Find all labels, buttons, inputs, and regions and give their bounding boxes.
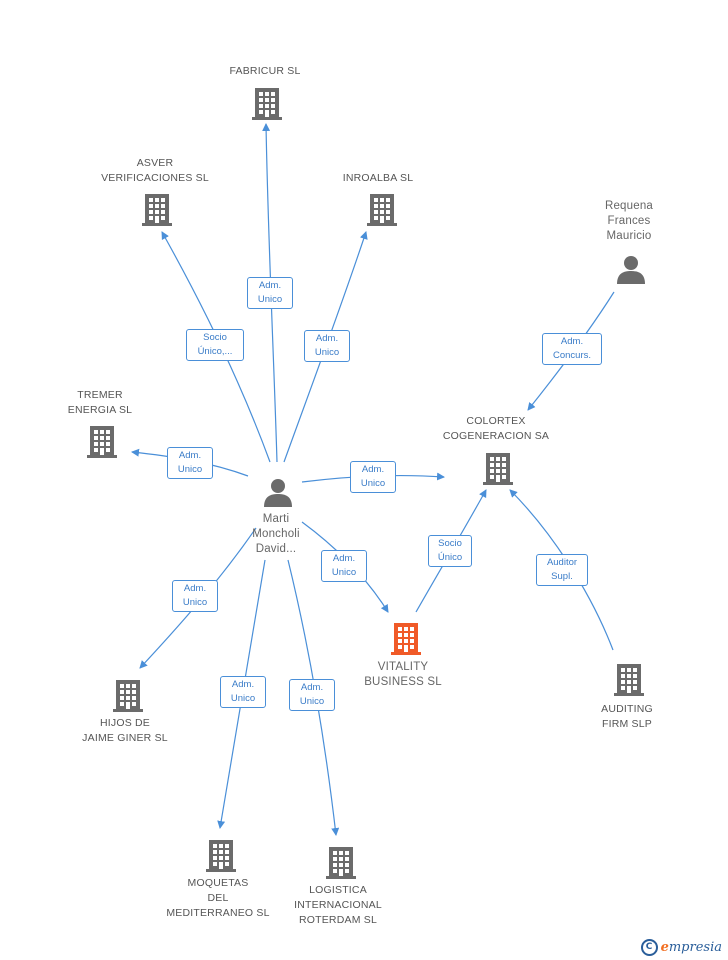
node-label-fabricur[interactable]: FABRICUR SL bbox=[229, 65, 301, 77]
node-label-moquetas[interactable]: MOQUETAS DEL MEDITERRANEO SL bbox=[166, 877, 270, 919]
node-label-logistica[interactable]: LOGISTICA INTERNACIONAL ROTERDAM SL bbox=[294, 884, 382, 926]
node-label-vitality[interactable]: VITALITY BUSINESS SL bbox=[364, 661, 442, 688]
brand-initial: e bbox=[660, 940, 669, 955]
person-icon[interactable] bbox=[617, 256, 645, 284]
node-label-requena[interactable]: Requena Frances Mauricio bbox=[604, 200, 654, 242]
edge-label-vitality-colortex[interactable]: Socio Único bbox=[428, 535, 472, 567]
building-icon[interactable] bbox=[367, 194, 397, 226]
edge-label-marti-moquetas[interactable]: Adm. Unico bbox=[220, 676, 266, 708]
node-label-auditing[interactable]: AUDITING FIRM SLP bbox=[601, 703, 653, 730]
edge-label-marti-colortex[interactable]: Adm. Unico bbox=[350, 461, 396, 493]
building-icon[interactable] bbox=[206, 840, 236, 872]
building-icon[interactable] bbox=[113, 680, 143, 712]
node-label-tremer[interactable]: TREMER ENERGIA SL bbox=[67, 389, 133, 416]
edge-label-marti-inroalba[interactable]: Adm. Unico bbox=[304, 330, 350, 362]
building-icon[interactable] bbox=[87, 426, 117, 458]
edge-label-marti-tremer[interactable]: Adm. Unico bbox=[167, 447, 213, 479]
copyright-icon: C bbox=[640, 939, 658, 956]
building-icon[interactable] bbox=[614, 664, 644, 696]
node-label-colortex[interactable]: COLORTEX COGENERACION SA bbox=[442, 415, 550, 442]
node-label-hijos[interactable]: HIJOS DE JAIME GINER SL bbox=[82, 717, 168, 744]
node-label-asver[interactable]: ASVER VERIFICACIONES SL bbox=[101, 157, 209, 184]
node-label-marti[interactable]: Marti Moncholi David... bbox=[252, 513, 300, 555]
building-icon[interactable] bbox=[391, 623, 421, 655]
edge-label-marti-fabricur[interactable]: Adm. Unico bbox=[247, 277, 293, 309]
edge-label-requena-colortex[interactable]: Adm. Concurs. bbox=[542, 333, 602, 365]
building-icon[interactable] bbox=[483, 453, 513, 485]
edge-label-marti-logistica[interactable]: Adm. Unico bbox=[289, 679, 335, 711]
building-icon[interactable] bbox=[252, 88, 282, 120]
node-label-inroalba[interactable]: INROALBA SL bbox=[342, 172, 414, 184]
brand-name: mpresia bbox=[668, 940, 722, 955]
person-icon[interactable] bbox=[264, 479, 292, 507]
edge-label-marti-vitality[interactable]: Adm. Unico bbox=[321, 550, 367, 582]
building-icon[interactable] bbox=[142, 194, 172, 226]
building-icon[interactable] bbox=[326, 847, 356, 879]
edge-label-marti-hijos[interactable]: Adm. Unico bbox=[172, 580, 218, 612]
edge-label-auditing-colortex[interactable]: Auditor Supl. bbox=[536, 554, 588, 586]
edge-label-marti-asver[interactable]: Socio Único,... bbox=[186, 329, 244, 361]
